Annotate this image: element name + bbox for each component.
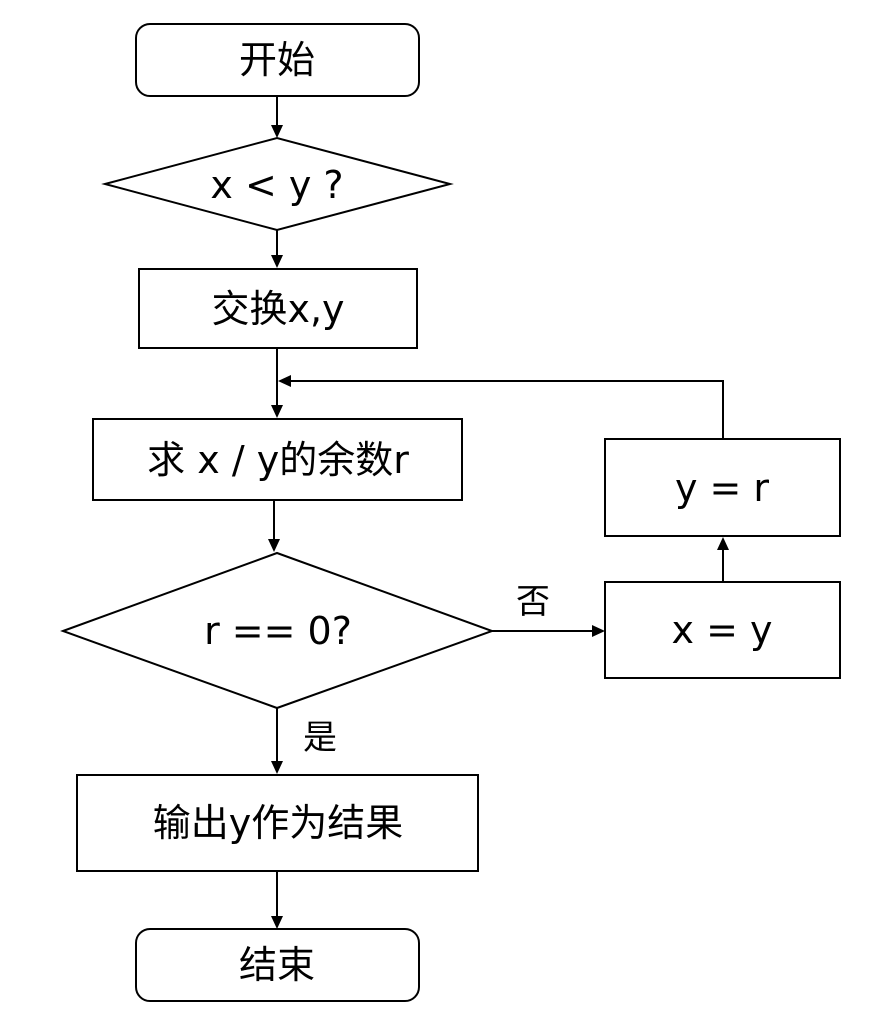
- arrowhead-output: [271, 761, 283, 774]
- compare-decision: [101, 136, 454, 232]
- zero-check-decision-label: r == 0?: [204, 609, 352, 653]
- remainder-process-label: 求 x / y的余数r: [147, 438, 409, 482]
- end-terminal: [135, 928, 420, 1002]
- compare-decision-label: x < y ?: [210, 163, 343, 207]
- assign-x-process: [604, 581, 841, 679]
- yes-branch-label: 是: [303, 718, 337, 758]
- edge-loop-back: [290, 380, 724, 439]
- output-process-label: 输出y作为结果: [153, 801, 404, 845]
- arrowhead-assign-y: [717, 537, 729, 550]
- assign-x-process-label: x = y: [672, 608, 773, 652]
- swap-process-label: 交换x,y: [211, 287, 344, 331]
- remainder-process: [92, 418, 463, 501]
- arrowhead-assign-x: [592, 625, 605, 637]
- arrowhead-swap: [271, 255, 283, 268]
- arrowhead-end: [271, 916, 283, 929]
- end-label: 结束: [239, 943, 315, 987]
- no-branch-label: 否: [516, 582, 550, 622]
- assign-y-process-label: y = r: [675, 466, 769, 510]
- arrowhead-zero-check: [268, 539, 280, 552]
- arrowhead-compare: [271, 125, 283, 138]
- start-label: 开始: [239, 38, 315, 82]
- arrowhead-loop-back: [278, 375, 291, 387]
- arrowhead-remainder: [271, 405, 283, 418]
- assign-y-process: [604, 438, 841, 537]
